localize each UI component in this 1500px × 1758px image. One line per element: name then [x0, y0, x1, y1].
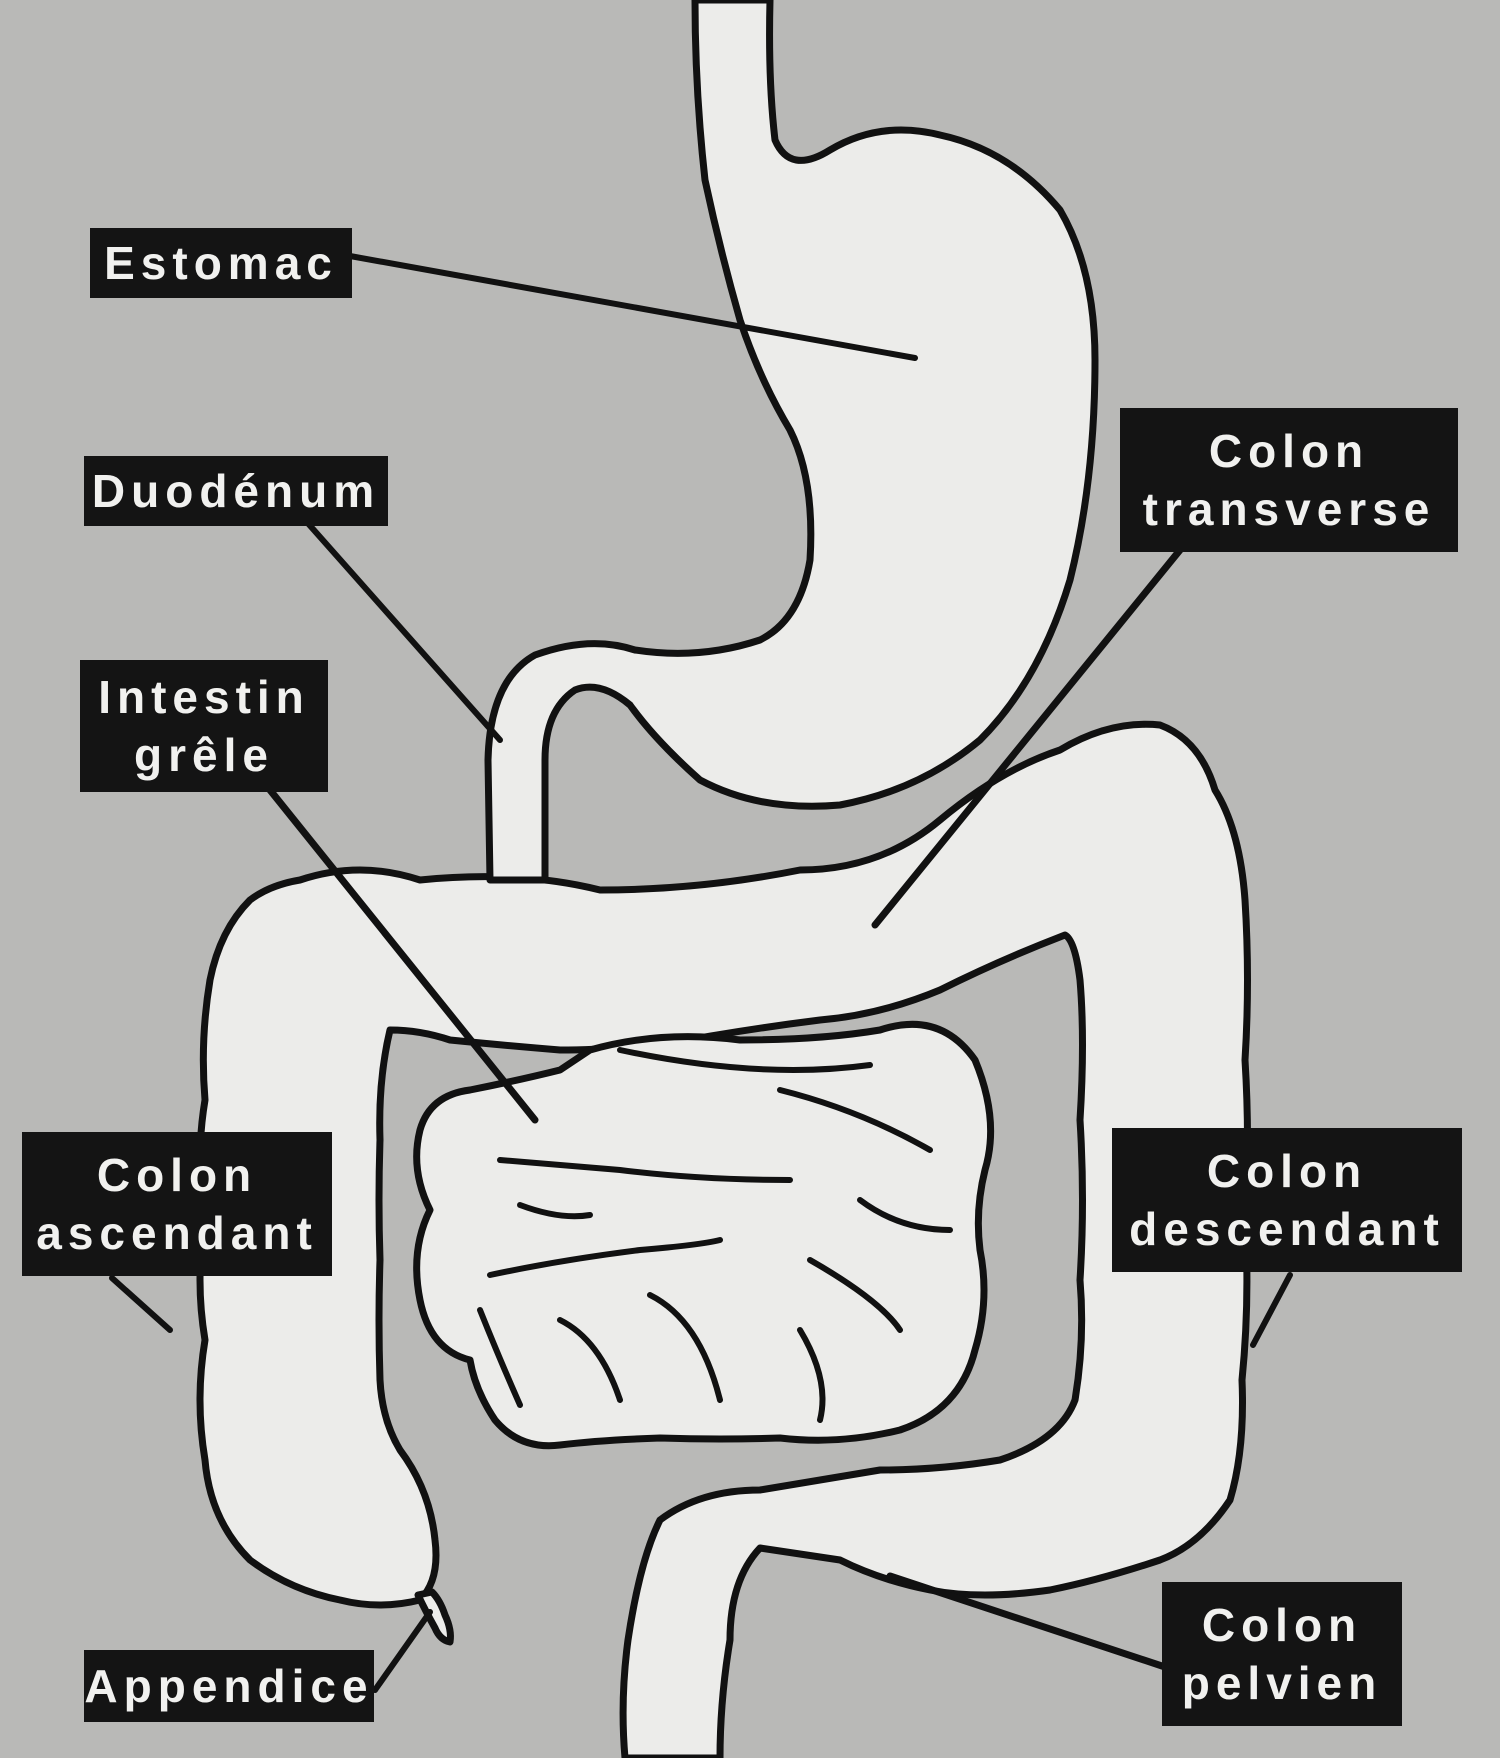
leader-appendice	[372, 1609, 433, 1693]
label-colon-ascendant: Colon ascendant	[22, 1132, 332, 1276]
label-estomac: Estomac	[90, 228, 352, 298]
intestine-coil-line	[797, 1327, 826, 1423]
intestine-coil-line	[617, 1047, 873, 1073]
intestine-coil-line	[807, 1257, 903, 1333]
label-colon-descendant-line1: Colon	[1206, 1145, 1368, 1197]
leader-colon-ascendant	[109, 1275, 173, 1333]
intestine-coil-line	[497, 1157, 793, 1183]
label-colon-transverse-line2: transverse	[1142, 483, 1436, 535]
label-intestin-grele-line1: Intestin	[98, 671, 310, 723]
label-colon-ascendant-line1: Colon	[96, 1149, 258, 1201]
label-colon-pelvien-line2: pelvien	[1181, 1657, 1383, 1709]
leader-duodenum	[302, 517, 503, 743]
intestine-coil-line	[857, 1197, 953, 1233]
leader-colon-transverse	[871, 546, 1184, 929]
label-intestin-grele: Intestin grêle	[80, 660, 328, 792]
label-duodenum: Duodénum	[84, 456, 388, 526]
label-colon-pelvien-line1: Colon	[1201, 1599, 1363, 1651]
label-colon-descendant: Colon descendant	[1112, 1128, 1462, 1272]
intestine-coil-line	[557, 1317, 623, 1403]
label-colon-transverse: Colon transverse	[1120, 408, 1458, 552]
label-colon-descendant-line2: descendant	[1129, 1203, 1445, 1255]
label-duodenum-text: Duodénum	[91, 465, 381, 517]
label-colon-transverse-line1: Colon	[1208, 425, 1370, 477]
label-colon-pelvien: Colon pelvien	[1162, 1582, 1402, 1726]
intestine-coil-line	[487, 1237, 723, 1278]
colon-shape	[196, 720, 1251, 1758]
leader-colon-descendant	[1250, 1272, 1293, 1348]
leader-intestin-grele	[266, 786, 539, 1124]
label-appendice-text: Appendice	[84, 1660, 374, 1712]
intestine-coil-line	[477, 1307, 523, 1408]
intestine-coil-line	[777, 1087, 933, 1153]
intestine-coil-line	[517, 1202, 593, 1220]
label-colon-ascendant-line2: ascendant	[36, 1207, 318, 1259]
leader-estomac	[347, 253, 918, 361]
appendix-shape	[414, 1588, 454, 1646]
label-appendice: Appendice	[84, 1650, 374, 1722]
intestine-coil-line	[647, 1292, 723, 1403]
label-intestin-grele-line2: grêle	[134, 729, 274, 781]
stomach-shape	[484, 0, 1099, 884]
label-estomac-text: Estomac	[104, 237, 338, 289]
small-intestine-shape	[413, 1020, 995, 1450]
leader-colon-pelvien	[886, 1572, 1172, 1672]
